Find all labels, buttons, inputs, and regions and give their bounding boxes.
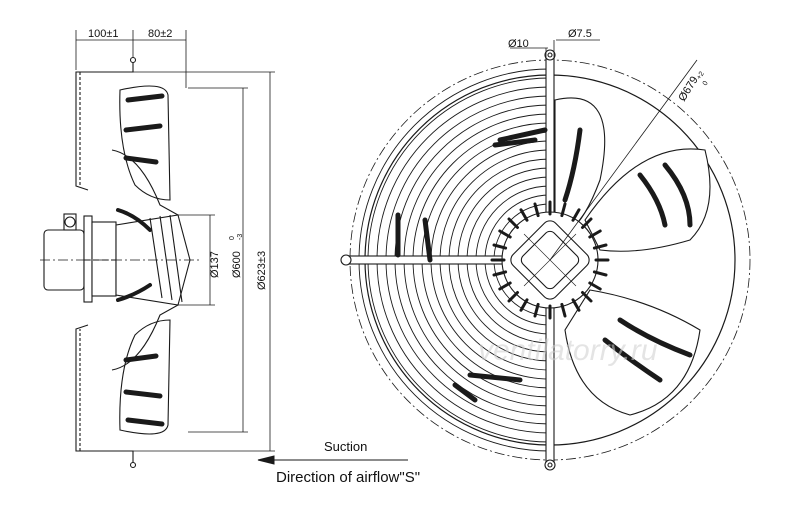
dim-mount-tol: +2 bbox=[696, 70, 706, 81]
hub-fin bbox=[498, 281, 512, 291]
front-dimension-lines bbox=[510, 39, 698, 261]
suction-label: Suction bbox=[324, 439, 367, 454]
dim-ring-inner-tol-top: 0 bbox=[229, 236, 236, 240]
hub-fin bbox=[498, 229, 512, 239]
hub-fins bbox=[490, 200, 610, 320]
hub-fin bbox=[533, 302, 540, 318]
dim-ring-outer: Ø623±3 bbox=[256, 251, 268, 290]
watermark-text: ventilatorry.ru bbox=[478, 334, 658, 367]
lower-blade-profile bbox=[111, 283, 179, 435]
hub-fin bbox=[560, 302, 567, 318]
hub-fin bbox=[519, 298, 529, 312]
blade-slots-left bbox=[395, 127, 548, 403]
hub-fin bbox=[492, 270, 508, 277]
motor-body bbox=[43, 213, 117, 303]
dim-mount-tol-bottom: 0 bbox=[702, 80, 710, 87]
hub-fin bbox=[571, 208, 581, 222]
blade-right bbox=[584, 148, 711, 252]
dim-rod: Ø7.5 bbox=[568, 28, 592, 40]
hub-fin bbox=[492, 243, 508, 250]
dim-width-left: 100±1 bbox=[88, 28, 119, 40]
hub-fin bbox=[592, 270, 608, 277]
hub-fin bbox=[519, 208, 529, 222]
side-view bbox=[40, 30, 275, 469]
airflow-label: Direction of airflow"S" bbox=[276, 469, 420, 486]
dim-hub: Ø137 bbox=[209, 251, 221, 278]
hub-fin bbox=[560, 202, 567, 218]
hub-fin bbox=[507, 217, 519, 229]
hub-fin bbox=[507, 291, 519, 303]
hub-fin bbox=[571, 298, 581, 312]
hub-fin bbox=[581, 291, 593, 303]
hub-fin bbox=[592, 243, 608, 250]
dim-ring-inner-tol: -3 bbox=[237, 234, 244, 240]
hub-fin bbox=[588, 281, 602, 291]
hub-fin bbox=[533, 202, 540, 218]
front-view bbox=[340, 39, 751, 471]
hub-fin bbox=[588, 229, 602, 239]
side-dimension-lines bbox=[75, 30, 275, 452]
blade-lower-right bbox=[564, 289, 701, 416]
upper-blade-profile bbox=[111, 85, 179, 232]
dim-ring-inner: Ø600 bbox=[231, 251, 243, 278]
hub-fin bbox=[581, 217, 593, 229]
airflow-arrow bbox=[257, 455, 408, 465]
dim-hole: Ø10 bbox=[508, 38, 529, 50]
dim-width-right: 80±2 bbox=[148, 28, 172, 40]
housing-profile bbox=[75, 56, 137, 469]
